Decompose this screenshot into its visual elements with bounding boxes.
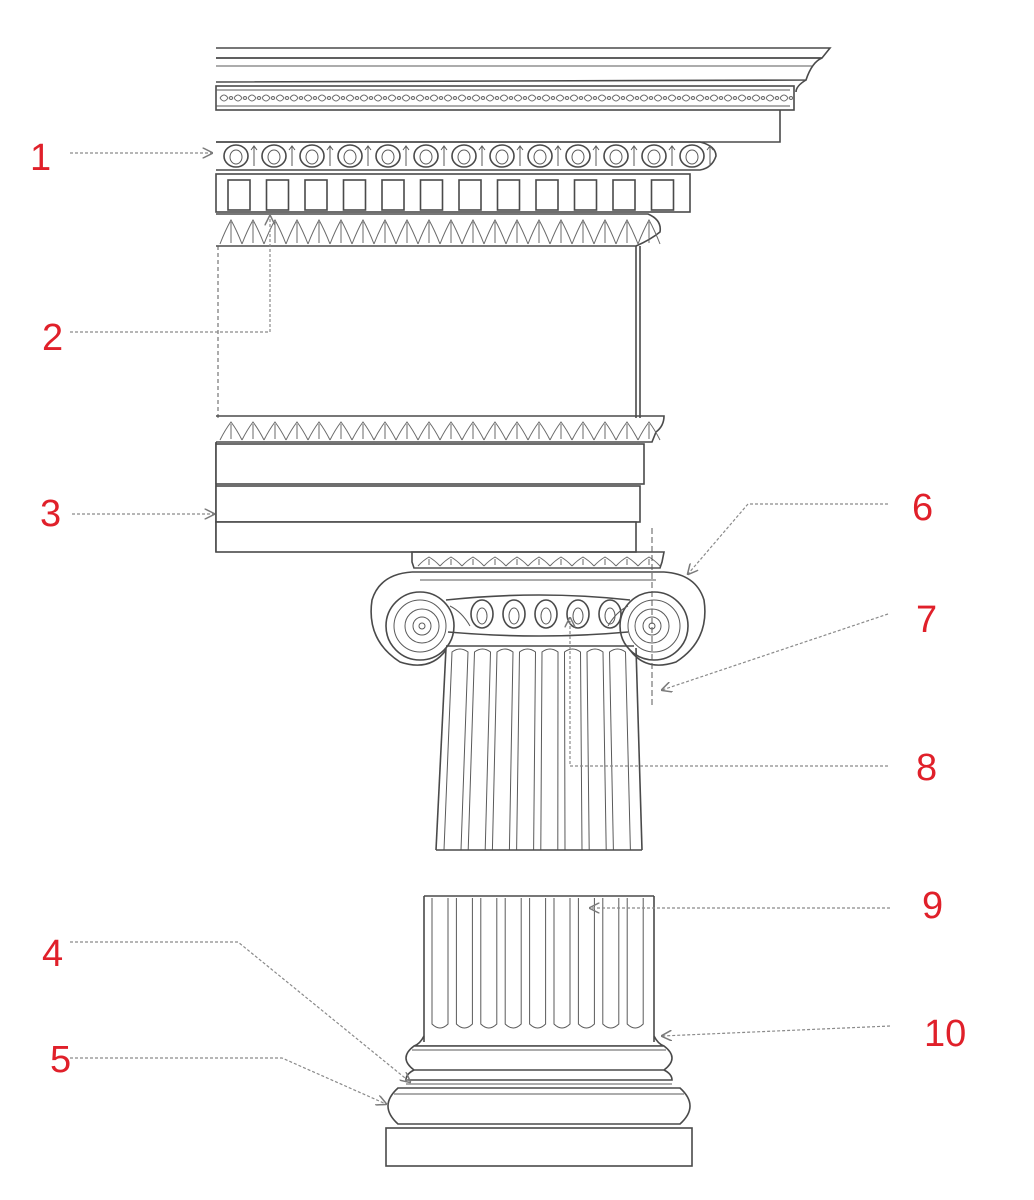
egg-and-dart-molding (216, 141, 717, 171)
architrave-fasciae (215, 442, 645, 553)
cornice (215, 47, 832, 143)
label-1: 1 (30, 137, 51, 179)
column-base (385, 1035, 693, 1167)
label-4: 4 (42, 933, 63, 975)
label-8: 8 (916, 747, 937, 789)
dentil-course (215, 173, 691, 213)
label-10: 10 (924, 1013, 966, 1055)
column-shaft-upper (435, 647, 643, 851)
label-9: 9 (922, 885, 943, 927)
label-7: 7 (916, 599, 937, 641)
column-shaft-lower (423, 895, 655, 1042)
label-6: 6 (912, 487, 933, 529)
architrave-molding (216, 415, 665, 443)
labels: 1 2 3 6 7 8 9 4 10 5 (30, 137, 966, 1081)
label-2: 2 (42, 317, 63, 359)
leader-lines (70, 153, 891, 1104)
ionic-capital (370, 528, 706, 708)
frieze (217, 246, 641, 420)
label-5: 5 (50, 1039, 71, 1081)
leaf-molding-upper (216, 213, 662, 247)
label-3: 3 (40, 493, 61, 535)
